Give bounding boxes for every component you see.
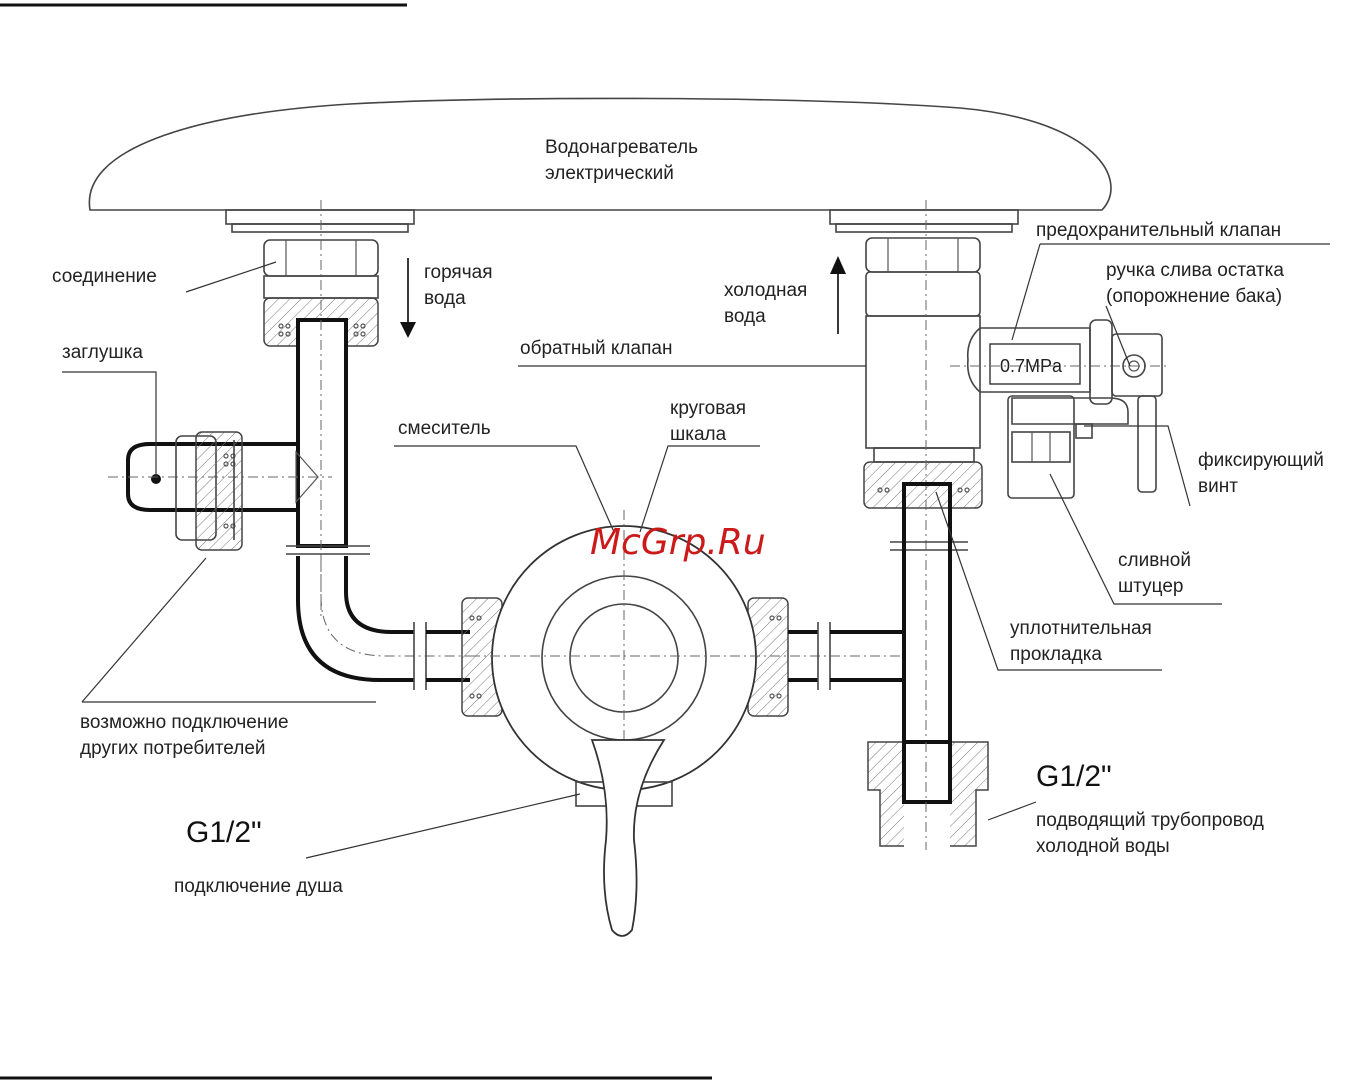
gasket-label-line2: прокладка xyxy=(1010,644,1102,665)
other-consumers-label-line1: возможно подключение xyxy=(80,712,289,733)
cold-outlet-flange xyxy=(829,209,1019,225)
drain-fitting-label-line1: сливной xyxy=(1118,550,1191,571)
shower-connection-label: подключение душа xyxy=(174,876,343,897)
check-valve-label: обратный клапан xyxy=(520,338,672,359)
connection-label: соединение xyxy=(52,266,157,287)
watermark: McGrp.Ru xyxy=(590,522,766,563)
hot-vertical-pipe xyxy=(296,318,348,548)
cold-water-label-line2: вода xyxy=(724,306,766,327)
check-valve-body xyxy=(865,315,981,449)
hot-water-label-line1: горячая xyxy=(424,262,492,283)
thread-size-left: G1/2" xyxy=(186,816,262,849)
heater-label-line1: Водонагреватель xyxy=(545,137,698,158)
gasket-label-line1: уплотнительная xyxy=(1010,618,1152,639)
water-heater-tank xyxy=(88,97,1112,211)
plug-label: заглушка xyxy=(62,342,143,363)
pressure-label-box xyxy=(989,343,1081,385)
pressure-label: 0.7MPa xyxy=(1000,356,1063,376)
mixer-label: смеситель xyxy=(398,418,491,439)
heater-label-line2: электрический xyxy=(545,163,674,184)
hot-outlet-flange xyxy=(225,209,415,225)
hot-water-label-line2: вода xyxy=(424,288,466,309)
cold-supply-label-line1: подводящий трубопровод xyxy=(1036,810,1264,831)
drain-handle-label-line2: (опорожнение бака) xyxy=(1106,286,1282,307)
drain-fitting xyxy=(1007,395,1075,499)
fixing-screw-label-line2: винт xyxy=(1198,476,1238,497)
mixer-lever xyxy=(590,739,666,937)
dial-label-line2: шкала xyxy=(670,424,727,445)
safety-valve-body xyxy=(966,327,1091,393)
other-consumers-label-line2: других потребителей xyxy=(80,738,266,759)
drain-handle xyxy=(1111,333,1163,397)
drain-handle-screw xyxy=(1122,354,1146,378)
drain-handle-label-line1: ручка слива остатка xyxy=(1106,260,1284,281)
cold-union-nut xyxy=(865,237,981,273)
cold-water-label-line1: холодная xyxy=(724,280,807,301)
hot-elbow-pipe xyxy=(296,556,414,682)
safety-valve-label: предохранительный клапан xyxy=(1036,220,1281,241)
fixing-screw-label-line1: фиксирующий xyxy=(1198,450,1324,471)
dial-label-line1: круговая xyxy=(670,398,746,419)
thread-size-right: G1/2" xyxy=(1036,760,1112,793)
drain-fitting-label-line2: штуцер xyxy=(1118,576,1183,597)
cold-supply-label-line2: холодной воды xyxy=(1036,836,1170,857)
